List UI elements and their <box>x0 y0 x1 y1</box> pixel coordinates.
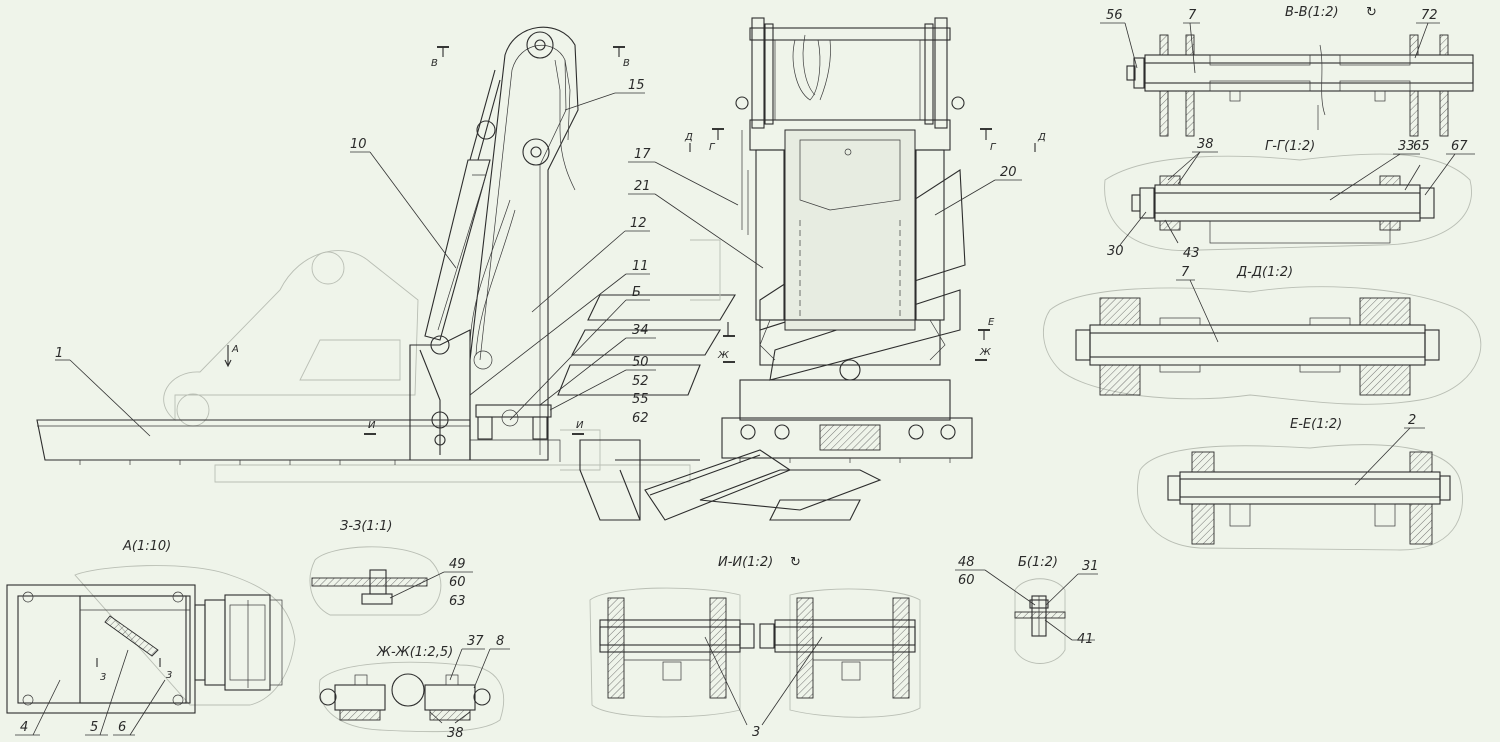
cut-mark-d-left: Д <box>684 132 693 143</box>
callout-63: 63 <box>449 594 466 609</box>
section-gg-title: Г-Г(1:2) <box>1265 139 1315 154</box>
callout-65: 65 <box>1413 139 1430 154</box>
section-vv: В-В(1:2) ↻ 56 7 72 <box>1100 5 1474 137</box>
callout-b: Б <box>632 285 641 300</box>
section-vv-rotation: ↻ <box>1366 5 1377 20</box>
callout-38-gg: 38 <box>1197 137 1214 152</box>
section-vv-title: В-В(1:2) <box>1285 5 1339 20</box>
side-view <box>36 26 691 483</box>
cut-mark-e: Е <box>988 317 995 328</box>
section-zhzh-title: Ж-Ж(1:2,5) <box>376 645 453 660</box>
callout-62: 62 <box>632 411 649 426</box>
cut-mark-z-right: 3 <box>166 670 172 681</box>
section-dd-title: Д-Д(1:2) <box>1236 265 1293 280</box>
view-a-title: А(1:10) <box>122 539 171 554</box>
callout-60-zz: 60 <box>449 575 466 590</box>
callout-52: 52 <box>632 374 649 389</box>
view-b: Б(1:2) 48 60 31 41 <box>955 555 1099 664</box>
callout-67: 67 <box>1451 139 1468 154</box>
callout-8: 8 <box>496 634 504 649</box>
callout-7-vv: 7 <box>1188 8 1197 23</box>
cut-mark-v-right: В <box>623 58 630 69</box>
view-b-title: Б(1:2) <box>1018 555 1058 570</box>
callout-48: 48 <box>958 555 975 570</box>
callout-50: 50 <box>632 355 649 370</box>
section-zz-title: З-З(1:1) <box>340 519 392 534</box>
cut-mark-zh-right: Ж <box>979 347 992 358</box>
cut-mark-i-right: И <box>576 420 584 431</box>
callout-31: 31 <box>1082 559 1099 574</box>
callout-11: 11 <box>632 259 649 274</box>
callout-15: 15 <box>628 78 645 93</box>
section-zz: З-З(1:1) 49 60 63 <box>309 519 473 616</box>
section-ii: И-И(1:2) ↻ 3 <box>589 555 921 740</box>
callout-12: 12 <box>630 216 647 231</box>
callout-20: 20 <box>1000 165 1017 180</box>
callout-2: 2 <box>1408 413 1416 428</box>
callout-4: 4 <box>20 720 28 735</box>
callout-17: 17 <box>634 147 651 162</box>
callout-10: 10 <box>350 137 367 152</box>
cut-marks: В В Г Г Д Д Е Ж Ж А И И <box>224 46 1046 435</box>
cut-mark-zh-left: Ж <box>717 350 730 361</box>
callout-7-dd: 7 <box>1181 265 1190 280</box>
callout-38-zhzh: 38 <box>447 726 464 741</box>
section-ii-rotation: ↻ <box>790 555 801 570</box>
callout-72: 72 <box>1421 8 1438 23</box>
callout-43: 43 <box>1183 246 1200 261</box>
callout-55: 55 <box>632 392 649 407</box>
callout-6: 6 <box>118 720 126 735</box>
callout-60-b: 60 <box>958 573 975 588</box>
cut-mark-g-right: Г <box>990 142 997 153</box>
cut-mark-v-left: В <box>431 58 438 69</box>
cut-mark-d-right: Д <box>1037 132 1046 143</box>
cut-mark-a: А <box>231 344 239 355</box>
cut-mark-z-left: 3 <box>100 672 106 683</box>
cut-mark-i-left: И <box>368 420 376 431</box>
section-zhzh: Ж-Ж(1:2,5) 37 8 38 <box>318 634 510 741</box>
front-view <box>690 17 973 463</box>
view-a: А(1:10) 3 3 4 5 6 <box>6 539 296 736</box>
section-ii-title: И-И(1:2) <box>718 555 773 570</box>
callout-1: 1 <box>55 346 63 361</box>
callout-30: 30 <box>1107 244 1124 259</box>
main-callouts: 1 10 15 12 11 Б 34 50 52 55 62 17 21 20 <box>55 78 1022 437</box>
callout-21: 21 <box>634 179 651 194</box>
callout-5: 5 <box>90 720 98 735</box>
callout-56: 56 <box>1106 8 1123 23</box>
callout-33: 33 <box>1398 139 1415 154</box>
cut-mark-g-left: Г <box>709 142 716 153</box>
callout-49: 49 <box>449 557 466 572</box>
callout-37: 37 <box>467 634 484 649</box>
section-ee-title: Е-Е(1:2) <box>1290 417 1342 432</box>
section-dd: Д-Д(1:2) 7 <box>1043 265 1482 405</box>
callout-3: 3 <box>752 725 760 740</box>
section-ee: Е-Е(1:2) 2 <box>1137 413 1463 551</box>
callout-41: 41 <box>1077 632 1094 647</box>
callout-34: 34 <box>632 323 649 338</box>
section-gg: Г-Г(1:2) 38 33 65 67 30 43 <box>1104 137 1475 261</box>
